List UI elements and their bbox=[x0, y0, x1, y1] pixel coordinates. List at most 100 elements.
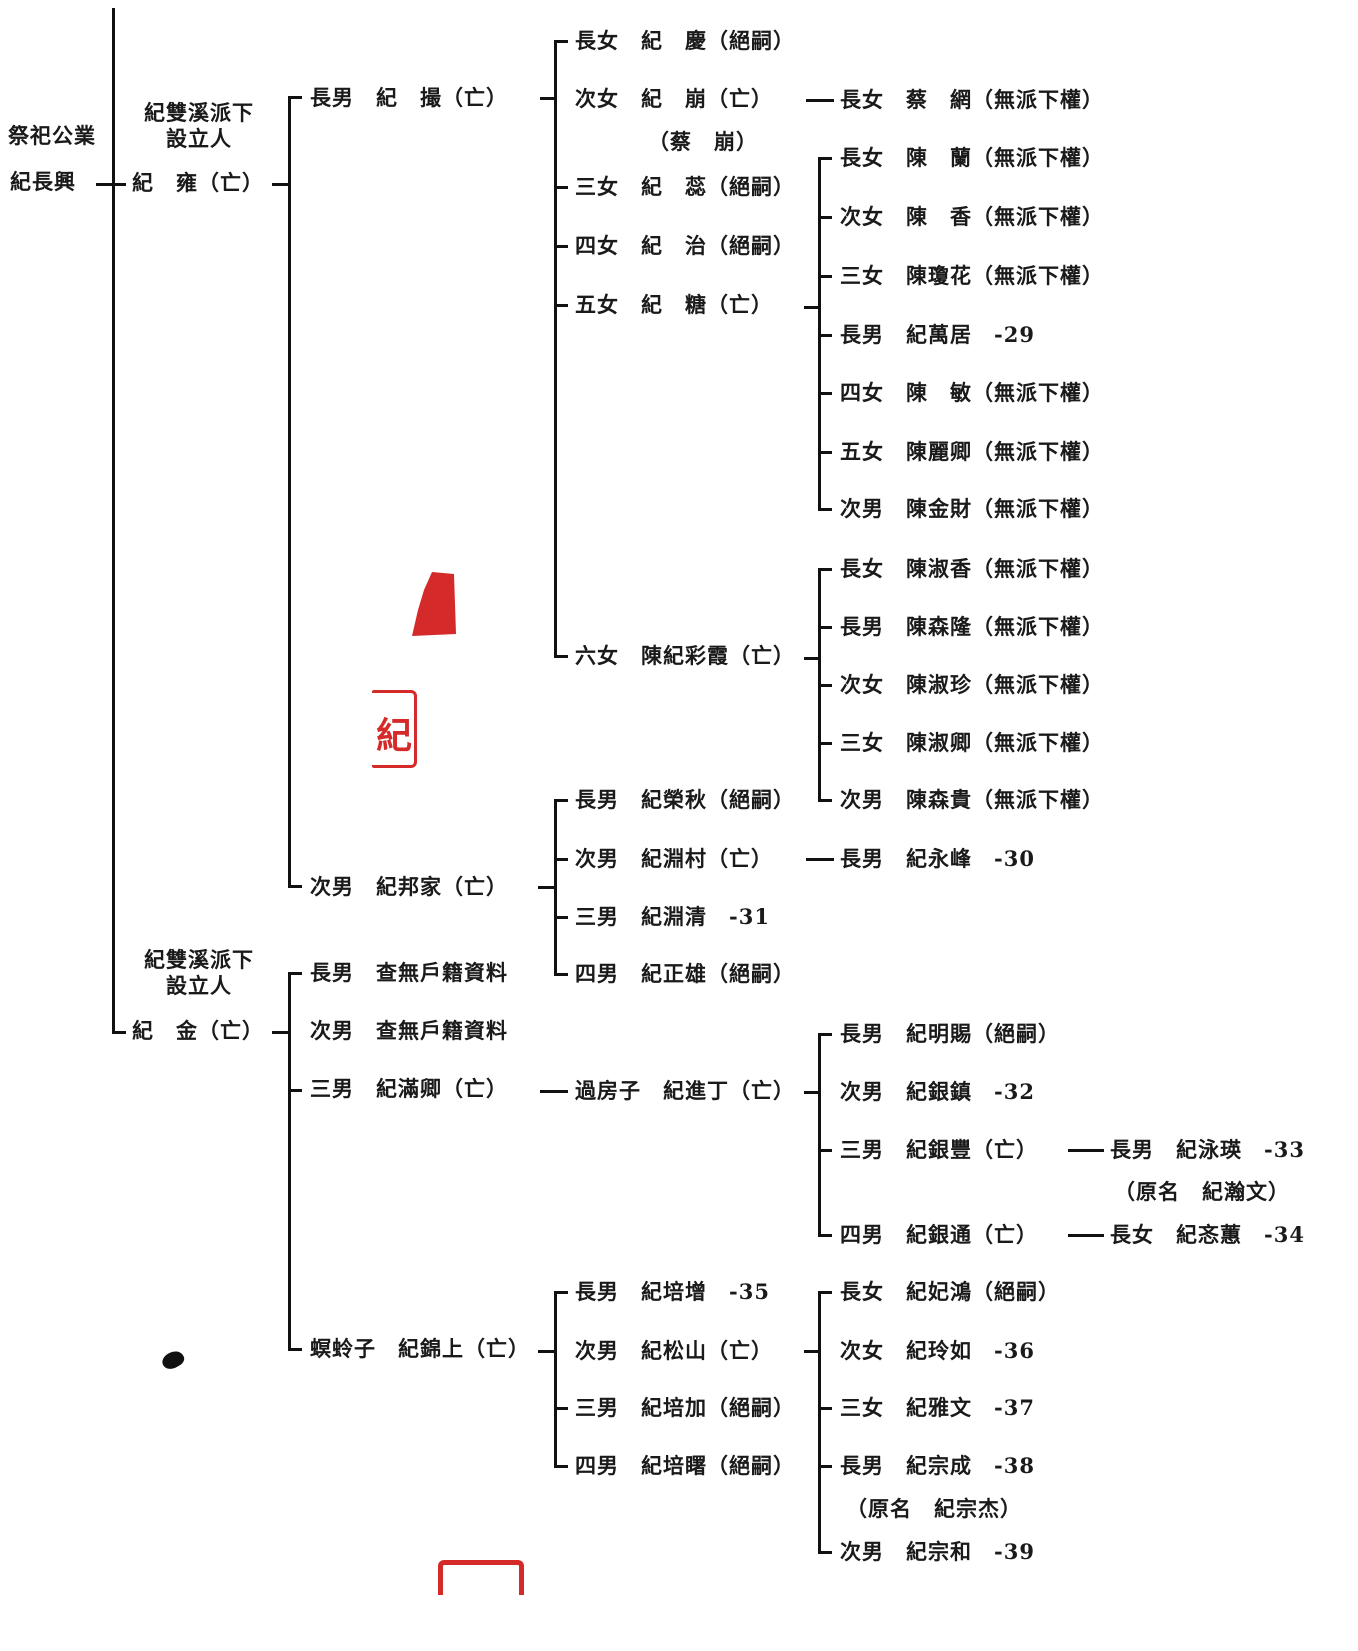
root-trunk-line bbox=[112, 8, 115, 1032]
tick-line bbox=[818, 1234, 832, 1237]
tick-line bbox=[288, 972, 302, 975]
tick-line bbox=[818, 742, 832, 745]
caixia-out-line bbox=[804, 657, 820, 660]
root-connector-line bbox=[96, 183, 126, 186]
tick-line bbox=[818, 568, 832, 571]
grandchild-node: 三女 紀雅文 -37 bbox=[840, 1395, 1035, 1420]
tick-line bbox=[818, 1465, 832, 1468]
grandchild-node: 次男 陳金財（無派下權） bbox=[840, 496, 1104, 521]
grandchild-node: 次女 陳 香（無派下權） bbox=[840, 204, 1104, 229]
tick-line bbox=[818, 626, 832, 629]
yuancun-child-line bbox=[806, 858, 834, 861]
child-node: 長男 紀榮秋（絕嗣） bbox=[575, 787, 795, 812]
jin-out-line bbox=[272, 1031, 290, 1034]
tick-line bbox=[554, 1465, 568, 1468]
songshan-out-line bbox=[804, 1350, 820, 1353]
tick-line bbox=[288, 885, 302, 888]
yong-children-bracket bbox=[288, 96, 291, 887]
tick-line bbox=[554, 1291, 568, 1294]
grandchild-node: 長女 陳淑香（無派下權） bbox=[840, 556, 1104, 581]
grandchild-node: 次女 紀玲如 -36 bbox=[840, 1338, 1035, 1363]
cuo-children-bracket bbox=[554, 40, 557, 657]
child-node: 四男 紀正雄（絕嗣） bbox=[575, 961, 795, 986]
child-node: 四男 紀培𥌓（絕嗣） bbox=[575, 1453, 795, 1478]
child-node: 六女 陳紀彩霞（亡） bbox=[575, 643, 795, 668]
red-seal-stamp-bottom bbox=[438, 1560, 524, 1595]
grandchild-node: 長男 紀宗成 -38 bbox=[840, 1453, 1035, 1478]
grandchild-node: 長男 紀萬居 -29 bbox=[840, 322, 1035, 347]
bangjia-children-bracket bbox=[554, 799, 557, 975]
child-node: 長男 紀培增 -35 bbox=[575, 1279, 770, 1304]
son-node: 螟蛉子 紀錦上（亡） bbox=[310, 1336, 530, 1361]
grandchild-node: 三女 陳淑卿（無派下權） bbox=[840, 730, 1104, 755]
bangjia-out-line bbox=[538, 886, 556, 889]
child-node: 次女 紀 崩（亡） bbox=[575, 86, 773, 111]
great-grandchild-note: （原名 紀瀚文） bbox=[1114, 1179, 1290, 1204]
jinshang-children-bracket bbox=[554, 1291, 557, 1467]
grandchild-note: （原名 紀宗杰） bbox=[846, 1496, 1022, 1521]
tick-line bbox=[554, 655, 568, 658]
jinshang-out-line bbox=[538, 1350, 556, 1353]
yintong-child-line bbox=[1068, 1234, 1104, 1237]
grandchild-node: 五女 陳麗卿（無派下權） bbox=[840, 439, 1104, 464]
jinding-out-line bbox=[804, 1091, 820, 1094]
son-node: 長男 紀 撮（亡） bbox=[310, 85, 508, 110]
child-node: 三男 紀淵清 -31 bbox=[575, 904, 770, 929]
tick-line bbox=[554, 304, 568, 307]
child-note: （蔡 崩） bbox=[648, 129, 758, 154]
yong-out-line bbox=[272, 183, 290, 186]
grandchild-node: 長女 蔡 網（無派下權） bbox=[840, 87, 1104, 112]
son-node: 長男 查無戶籍資料 bbox=[310, 960, 508, 985]
tang-out-line bbox=[804, 306, 820, 309]
branch-caption: 紀雙溪派下 設立人 bbox=[144, 947, 254, 998]
child-node: 次男 紀松山（亡） bbox=[575, 1338, 773, 1363]
tick-line bbox=[818, 1291, 832, 1294]
root-name: 紀長興 bbox=[10, 169, 76, 194]
grandchild-node: 四男 紀銀通（亡） bbox=[840, 1222, 1038, 1247]
child-node: 四女 紀 治（絕嗣） bbox=[575, 233, 795, 258]
son-node: 次男 紀邦家（亡） bbox=[310, 874, 508, 899]
tick-line bbox=[554, 186, 568, 189]
cuo-out-line bbox=[540, 97, 556, 100]
tick-line bbox=[554, 799, 568, 802]
red-seal-character-stamp: 紀 bbox=[372, 690, 417, 768]
tick-line bbox=[554, 245, 568, 248]
child-node: 三女 紀 蕊（絕嗣） bbox=[575, 174, 795, 199]
grandchild-node: 次男 陳森貴（無派下權） bbox=[840, 787, 1104, 812]
grandchild-node: 次男 紀銀鎮 -32 bbox=[840, 1079, 1035, 1104]
grandchild-node: 長男 紀永峰 -30 bbox=[840, 846, 1035, 871]
son-node: 三男 紀滿卿（亡） bbox=[310, 1076, 508, 1101]
tick-line bbox=[554, 40, 568, 43]
grandchild-node: 三男 紀銀豐（亡） bbox=[840, 1137, 1038, 1162]
grandchild-node: 次女 陳淑珍（無派下權） bbox=[840, 672, 1104, 697]
tick-line bbox=[818, 1149, 832, 1152]
tick-line bbox=[288, 1348, 302, 1351]
great-grandchild-node: 長女 紀忞蕙 -34 bbox=[1110, 1222, 1305, 1247]
branch-founder-name: 紀 金（亡） bbox=[132, 1018, 264, 1043]
jinding-children-bracket bbox=[818, 1033, 821, 1236]
child-node: 五女 紀 糖（亡） bbox=[575, 292, 773, 317]
grandchild-node: 長男 陳森隆（無派下權） bbox=[840, 614, 1104, 639]
grandchild-node: 三女 陳瓊花（無派下權） bbox=[840, 263, 1104, 288]
tick-line bbox=[818, 157, 832, 160]
tang-children-bracket bbox=[818, 157, 821, 510]
branch-jin-connector-line bbox=[112, 1031, 126, 1034]
child-node: 三男 紀培加（絕嗣） bbox=[575, 1395, 795, 1420]
branch-caption: 紀雙溪派下 設立人 bbox=[144, 100, 254, 151]
tick-line bbox=[818, 334, 832, 337]
tick-line bbox=[554, 916, 568, 919]
tick-line bbox=[288, 1089, 302, 1092]
son-node: 次男 查無戶籍資料 bbox=[310, 1018, 508, 1043]
heir-node: 過房子 紀進丁（亡） bbox=[575, 1078, 795, 1103]
tick-line bbox=[818, 1033, 832, 1036]
great-grandchild-node: 長男 紀泳瑛 -33 bbox=[1110, 1137, 1305, 1162]
tick-line bbox=[818, 799, 832, 802]
jin-children-bracket bbox=[288, 972, 291, 1350]
ink-blot bbox=[159, 1347, 187, 1373]
tick-line bbox=[818, 684, 832, 687]
grandchild-node: 長女 陳 蘭（無派下權） bbox=[840, 145, 1104, 170]
seal-character: 紀 bbox=[376, 715, 413, 757]
grandchild-node: 長男 紀明賜（絕嗣） bbox=[840, 1021, 1060, 1046]
red-seal-stamp bbox=[412, 572, 456, 636]
manqing-heir-line bbox=[540, 1090, 568, 1093]
